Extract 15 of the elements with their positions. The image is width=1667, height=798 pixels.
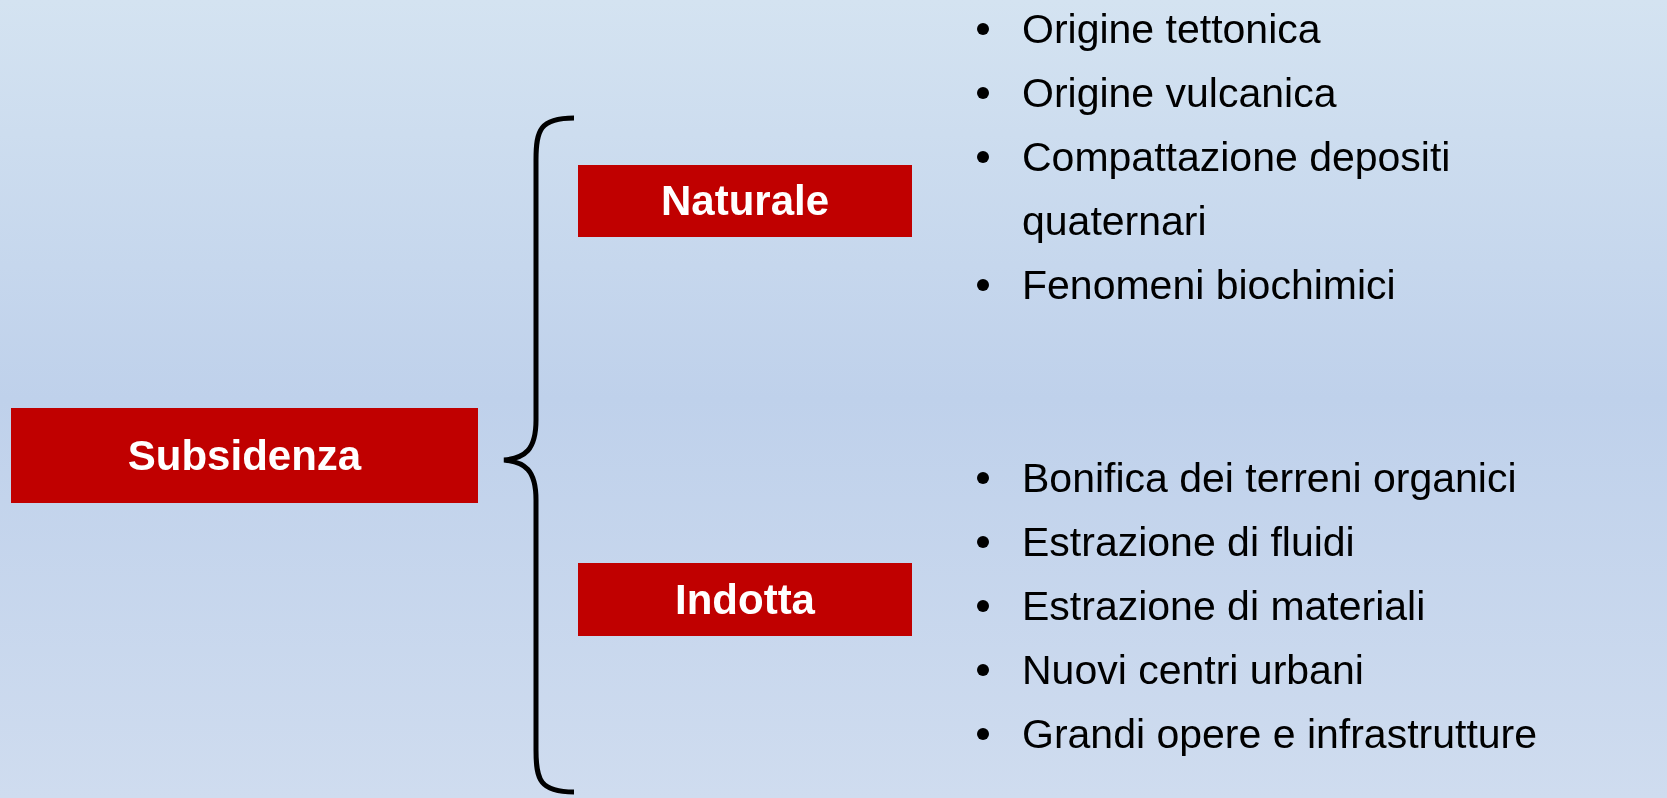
bullet-item: Nuovi centri urbani [1022,647,1364,693]
category-box [11,408,478,503]
category-label: Subsidenza [127,431,362,480]
category-label: Indotta [675,575,815,624]
category-box [578,165,912,237]
bullet-item: Bonifica dei terreni organici [1022,455,1517,501]
bullet-item: Compattazione depositi quaternari [1022,134,1451,244]
category-label: Naturale [660,177,830,225]
bullet-item: Origine tettonica [1022,6,1321,52]
bullet-item: Estrazione di fluidi [1022,519,1355,565]
bullet-item: Origine vulcanica [1022,70,1337,116]
category-box [578,563,912,636]
bullet-item: Fenomeni biochimici [1022,262,1396,308]
bullet-item: Estrazione di materiali [1022,583,1426,629]
bullet-item: Grandi opere e infrastrutture [1022,711,1538,757]
